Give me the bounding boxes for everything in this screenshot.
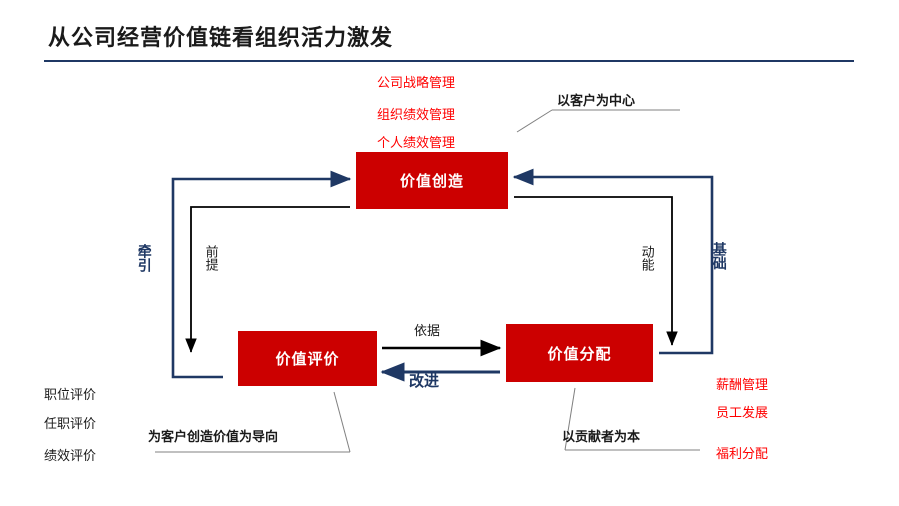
title-divider — [44, 60, 854, 62]
box-value-evaluation[interactable]: 价值评价 — [238, 331, 377, 386]
label-improve: 改进 — [409, 372, 440, 390]
box-value-distribution[interactable]: 价值分配 — [506, 324, 653, 382]
callout-contributor-first: 以贡献者为本 — [562, 430, 641, 445]
note-position-evaluation: 职位评价 — [44, 388, 97, 403]
callout-value-oriented: 为客户创造价值为导向 — [148, 430, 279, 445]
note-performance-evaluation: 绩效评价 — [44, 449, 97, 464]
label-traction: 牵引 — [135, 244, 152, 272]
label-foundation: 基础 — [710, 242, 727, 270]
label-basis: 依据 — [414, 324, 441, 339]
note-individual-performance-management: 个人绩效管理 — [377, 136, 456, 151]
label-premise: 前提 — [202, 245, 218, 271]
note-compensation-management: 薪酬管理 — [716, 378, 769, 393]
note-qualification-evaluation: 任职评价 — [44, 417, 97, 432]
box-value-creation[interactable]: 价值创造 — [356, 152, 508, 209]
note-employee-development: 员工发展 — [716, 406, 769, 421]
page-title: 从公司经营价值链看组织活力激发 — [48, 26, 394, 51]
note-welfare-distribution: 福利分配 — [716, 447, 769, 462]
label-momentum: 动能 — [638, 245, 654, 271]
callout-customer-center: 以客户为中心 — [557, 94, 636, 109]
note-org-performance-management: 组织绩效管理 — [377, 108, 456, 123]
note-strategy-management: 公司战略管理 — [377, 76, 456, 91]
